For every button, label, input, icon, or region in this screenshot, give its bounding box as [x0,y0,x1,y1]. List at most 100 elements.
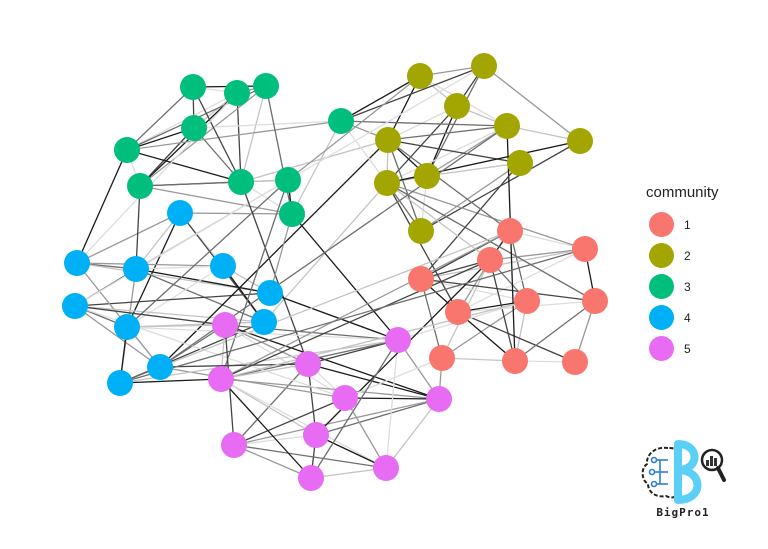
graph-node [221,432,247,458]
graph-edge [420,278,596,302]
graph-edge [220,259,491,380]
graph-node [374,170,400,196]
legend-item: 3 [646,271,719,302]
graph-node [253,73,279,99]
graph-edge [233,397,346,446]
graph-node [514,288,540,314]
graph-edge [344,357,443,399]
graph-edge [287,75,421,181]
logo-graphic [641,440,726,504]
graph-node [408,266,434,292]
graph-edge [269,292,399,341]
graph-edge [126,212,181,328]
graph-edge [126,265,224,328]
graph-node [445,299,471,325]
graph-node [444,93,470,119]
legend-item: 4 [646,302,719,333]
graph-edge [159,230,511,368]
graph-node [562,349,588,375]
graph-node [64,250,90,276]
legend-title: community [646,184,719,201]
graph-node [373,455,399,481]
graph-edge [76,262,271,294]
legend-label: 1 [684,217,691,232]
graph-edge [386,182,459,313]
graph-edge [119,248,586,384]
graph-node [429,345,455,371]
graph-node [507,150,533,176]
graph-edge [386,125,508,184]
graph-edge [340,75,421,122]
graph-node [426,386,452,412]
graph-edge [220,300,528,380]
graph-node [279,201,305,227]
graph-node [127,173,153,199]
graph-node [567,128,593,154]
graph-edge [514,300,596,362]
graph-edge [126,324,226,328]
graph-node [414,163,440,189]
graph-edge [74,305,161,368]
graph-edge [74,305,226,326]
graph-edge [224,324,440,400]
graph-edge [310,339,399,479]
graph-edge [233,363,309,446]
graph-edge [220,378,312,479]
graph-edge [426,125,508,177]
graph-nodes [62,53,608,491]
graph-edge [240,181,309,365]
graph-edge [265,85,293,215]
graph-edge [179,212,293,215]
graph-edge [220,179,289,380]
graph-edge [387,139,422,232]
graph-edge [483,65,581,142]
graph-edge [76,212,181,264]
legend-swatch [649,212,674,237]
graph-edge [126,149,242,183]
legend-item: 5 [646,333,719,364]
graph-edge [387,139,511,232]
graph-node [497,218,523,244]
graph-edge [344,397,387,469]
graph-edge [269,213,293,294]
graph-edge [224,324,346,399]
graph-edge [489,248,586,261]
graph-node [251,309,277,335]
graph-edge [385,398,440,469]
graph-node [471,53,497,79]
graph-edge [233,434,317,446]
graph-edge [135,268,271,294]
graph-node [208,366,234,392]
graph-edge [307,339,399,365]
graph-edge [135,185,141,270]
graph-edge [76,149,128,264]
graph-edge [139,185,293,215]
graph-node [385,327,411,353]
graph-edge [340,120,508,127]
graph-edge [74,292,271,307]
legend-label: 4 [684,310,691,325]
legend-swatch [649,305,674,330]
graph-edge [386,182,596,302]
graph-edge [457,248,586,313]
graph-edge [420,248,586,280]
graph-edge [159,139,389,368]
graph-node [114,314,140,340]
graph-node [332,385,358,411]
graph-edge [240,85,267,183]
graph-edge [489,259,516,362]
graph-edge [220,230,511,380]
graph-node [328,108,354,134]
graph-edge [220,378,317,436]
graph-edge [340,65,485,122]
graph-node [582,288,608,314]
graph-edge [119,378,222,384]
brain-magnifier-logo-icon: BigPro1 [638,440,728,524]
graph-edge [192,86,242,183]
graph-edge [233,444,387,469]
graph-edge [386,182,491,261]
graph-edge [126,86,194,151]
graph-edge [385,339,399,469]
